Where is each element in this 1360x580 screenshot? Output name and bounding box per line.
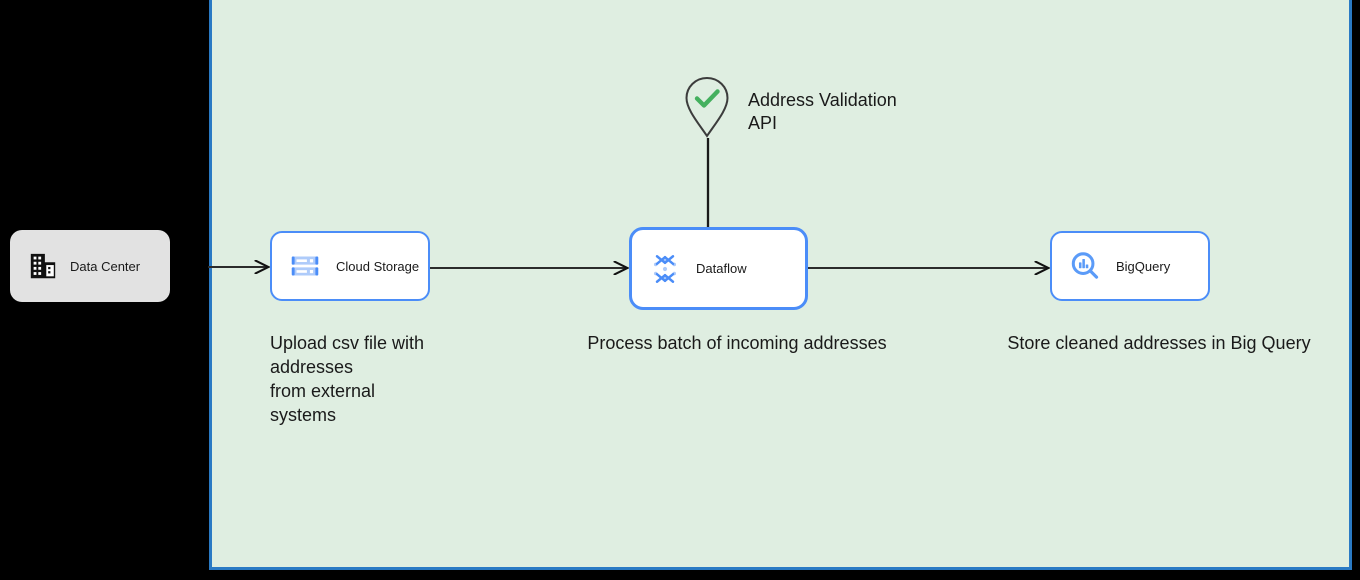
node-dataflow-label: Dataflow bbox=[696, 261, 747, 276]
node-data-center[interactable]: Data Center bbox=[10, 230, 170, 302]
building-icon bbox=[30, 253, 56, 279]
node-bigquery-label: BigQuery bbox=[1116, 258, 1171, 274]
node-cloud-storage[interactable]: Cloud Storage bbox=[270, 231, 430, 301]
caption-process: Process batch of incoming addresses bbox=[587, 333, 887, 353]
caption-store: Store cleaned addresses in Big Query bbox=[1007, 333, 1311, 353]
node-cloud-storage-label: Cloud Storage bbox=[336, 258, 420, 274]
address-validation-api-label: Address Validation API bbox=[748, 89, 998, 135]
caption-upload-line2: addresses bbox=[270, 357, 354, 377]
cloud-storage-icon bbox=[291, 256, 319, 276]
map-pin-check-icon[interactable] bbox=[684, 76, 730, 138]
node-bigquery[interactable]: BigQuery bbox=[1050, 231, 1210, 301]
caption-upload-line1: Upload csv file with bbox=[270, 333, 425, 353]
node-data-center-label: Data Center bbox=[70, 258, 141, 274]
address-validation-api-label-line1: Address Validation bbox=[748, 90, 897, 110]
caption-upload-line4: systems bbox=[270, 405, 337, 425]
dataflow-icon bbox=[653, 254, 677, 283]
bigquery-icon bbox=[1071, 252, 1099, 279]
address-validation-api-label-line2: API bbox=[748, 113, 778, 133]
node-dataflow[interactable]: Dataflow bbox=[629, 227, 808, 310]
caption-upload-line3: from external bbox=[270, 381, 376, 401]
caption-upload: Upload csv file with addresses from exte… bbox=[270, 331, 510, 427]
